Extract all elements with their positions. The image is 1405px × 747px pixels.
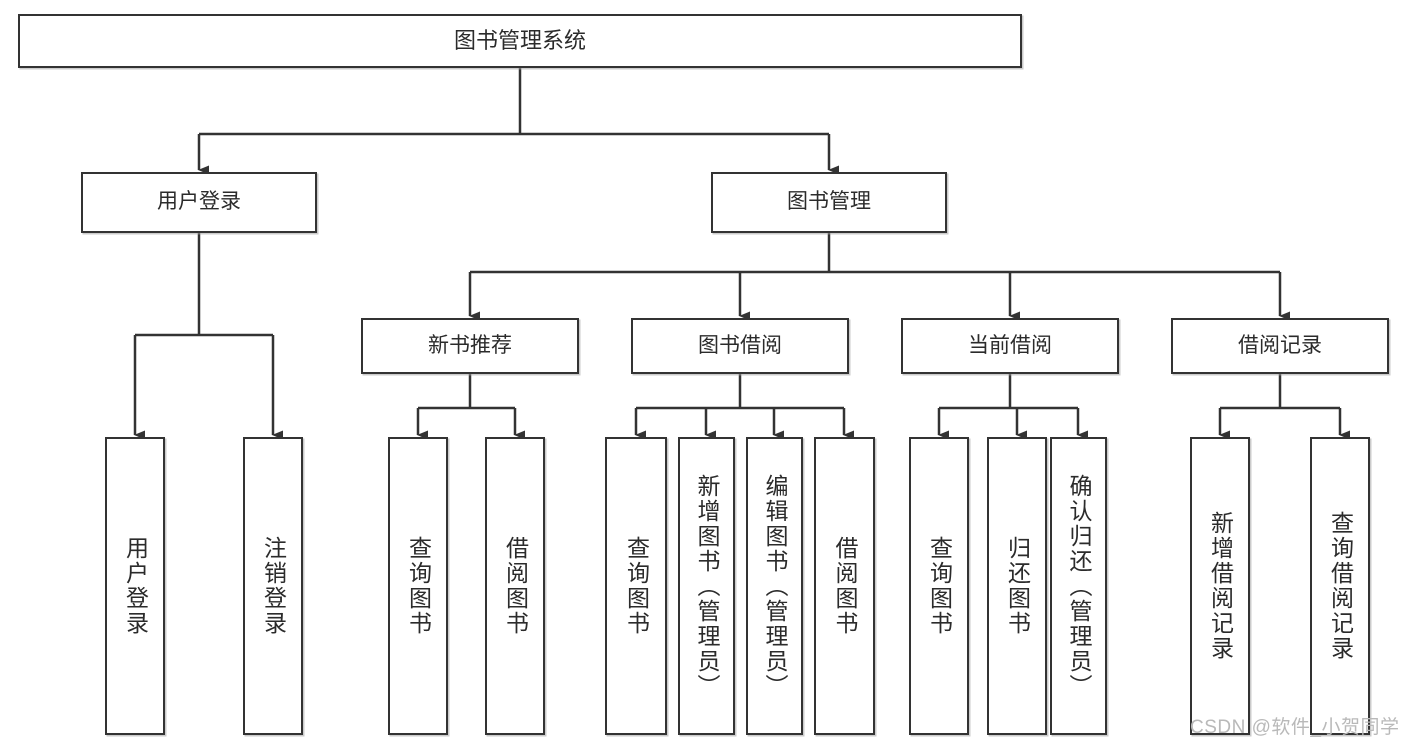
node-leaf-borrow-book-rec[interactable]: 借阅图书 (485, 437, 545, 735)
node-leaf-borrow-book-borrow[interactable]: 借阅图书 (814, 437, 875, 735)
node-current-borrow[interactable]: 当前借阅 (901, 318, 1119, 374)
node-label: 查询借阅记录 (1327, 511, 1354, 661)
node-label: 编辑图书（管理员） (762, 473, 788, 699)
node-label: 查询图书 (926, 536, 953, 636)
node-label: 新增图书（管理员） (694, 473, 720, 699)
node-label: 图书借阅 (698, 333, 782, 357)
node-leaf-add-record[interactable]: 新增借阅记录 (1190, 437, 1250, 735)
node-label: 借阅图书 (832, 536, 858, 636)
node-leaf-query-book-borrow[interactable]: 查询图书 (605, 437, 667, 735)
node-leaf-user-login[interactable]: 用户登录 (105, 437, 165, 735)
node-label: 注销登录 (260, 536, 287, 636)
node-leaf-return-book[interactable]: 归还图书 (987, 437, 1047, 735)
node-label: 当前借阅 (968, 333, 1052, 357)
node-label: 用户登录 (122, 536, 149, 636)
node-leaf-query-book-rec[interactable]: 查询图书 (388, 437, 448, 735)
node-label: 图书管理系统 (453, 28, 586, 54)
node-label: 查询图书 (405, 536, 432, 636)
node-label: 查询图书 (623, 536, 650, 636)
node-book-borrow[interactable]: 图书借阅 (631, 318, 849, 374)
node-borrow-record[interactable]: 借阅记录 (1171, 318, 1389, 374)
node-leaf-edit-book-admin[interactable]: 编辑图书（管理员） (746, 437, 803, 735)
node-leaf-logout[interactable]: 注销登录 (243, 437, 303, 735)
node-leaf-query-record[interactable]: 查询借阅记录 (1310, 437, 1370, 735)
node-label: 新增借阅记录 (1207, 511, 1234, 661)
node-label: 借阅记录 (1238, 333, 1322, 357)
watermark-text: CSDN @软件_小贺同学 (1190, 717, 1400, 738)
node-book-manage[interactable]: 图书管理 (711, 172, 947, 233)
node-label: 借阅图书 (502, 536, 529, 636)
node-leaf-add-book-admin[interactable]: 新增图书（管理员） (678, 437, 735, 735)
node-user-login[interactable]: 用户登录 (81, 172, 317, 233)
node-root[interactable]: 图书管理系统 (18, 14, 1022, 68)
node-label: 归还图书 (1004, 536, 1031, 636)
node-label: 确认归还（管理员） (1066, 473, 1092, 699)
edges (133, 68, 1350, 440)
node-label: 用户登录 (157, 190, 241, 214)
node-leaf-query-book-current[interactable]: 查询图书 (909, 437, 969, 735)
node-leaf-confirm-return-admin[interactable]: 确认归还（管理员） (1050, 437, 1107, 735)
node-label: 图书管理 (787, 190, 871, 214)
node-label: 新书推荐 (428, 333, 512, 357)
node-new-book-rec[interactable]: 新书推荐 (361, 318, 579, 374)
